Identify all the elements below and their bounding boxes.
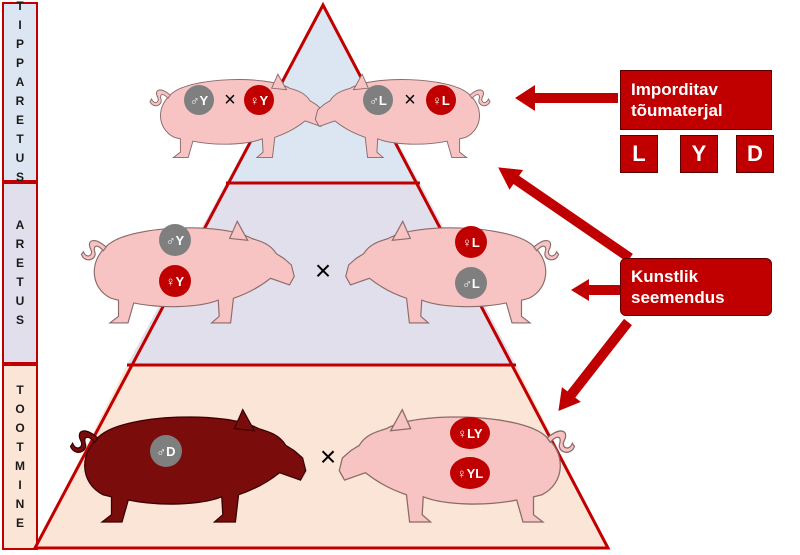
label-top-right-female: ♀L bbox=[432, 93, 450, 108]
cross-bottom: × bbox=[320, 441, 336, 472]
ai-line2: seemendus bbox=[631, 288, 725, 307]
side-label-tootmine-letter: M bbox=[15, 459, 25, 473]
side-label-aretus-letter: S bbox=[15, 313, 24, 327]
artificial-insemination-box: Kunstlik seemendus bbox=[620, 258, 772, 316]
badge-top-right-male bbox=[363, 85, 393, 115]
arrow-ai-to-top bbox=[498, 167, 633, 263]
side-label-tipparetus-letter: U bbox=[15, 151, 25, 165]
label-mid-left-male: ♂Y bbox=[166, 233, 185, 248]
side-label-tootmine-letter: T bbox=[16, 440, 24, 454]
side-label-tootmine-letter: E bbox=[15, 516, 24, 530]
arrow-ai-to-middle bbox=[571, 279, 620, 301]
cross-middle: × bbox=[315, 255, 331, 286]
label-top-left-male: ♂Y bbox=[190, 93, 209, 108]
label-top-left-female: ♀Y bbox=[250, 93, 269, 108]
import-material-line1: Imporditav bbox=[631, 80, 718, 99]
side-label-tipparetus-letter: T bbox=[16, 0, 24, 13]
badge-mid-left-male bbox=[159, 224, 191, 256]
label-bottom-right-female-1: ♀LY bbox=[457, 426, 482, 441]
side-label-tipparetus-letter: S bbox=[15, 170, 24, 184]
side-label-tipparetus-letter: T bbox=[16, 132, 24, 146]
badge-mid-left-female bbox=[159, 265, 191, 297]
side-label-aretus-letter: T bbox=[16, 275, 24, 289]
arrow-ai-to-bottom bbox=[558, 318, 632, 412]
side-label-aretus-letter: A bbox=[15, 218, 25, 232]
label-bottom-right-female-2: ♀YL bbox=[457, 466, 483, 481]
import-material-box: Imporditav tõumaterjal bbox=[620, 70, 772, 130]
badge-bottom-right-female-1 bbox=[450, 417, 490, 449]
breed-box-l: L bbox=[620, 135, 658, 173]
badge-top-left-female bbox=[244, 85, 274, 115]
badge-mid-right-male bbox=[455, 267, 487, 299]
side-label-tipparetus-letter: A bbox=[15, 75, 25, 89]
side-label-aretus-letter: E bbox=[15, 256, 24, 270]
cross-top-left: × bbox=[224, 89, 236, 111]
breed-box-y: Y bbox=[680, 135, 718, 173]
side-label-aretus-letter: U bbox=[15, 294, 25, 308]
side-label-tootmine-letter: I bbox=[18, 478, 22, 492]
ai-line1: Kunstlik bbox=[631, 267, 699, 286]
side-label-aretus-letter: R bbox=[15, 237, 25, 251]
side-label-tootmine-letter: O bbox=[15, 402, 25, 416]
side-label-tipparetus-letter: E bbox=[15, 113, 24, 127]
arrow-import-to-top bbox=[515, 85, 618, 111]
side-label-tipparetus-letter: P bbox=[15, 37, 24, 51]
cross-top-right: × bbox=[404, 89, 416, 111]
badge-bottom-left-male bbox=[150, 435, 182, 467]
badge-top-right-female bbox=[426, 85, 456, 115]
label-mid-right-female: ♀L bbox=[462, 235, 480, 250]
label-mid-right-male: ♂L bbox=[462, 276, 480, 291]
side-label-tipparetus-letter: I bbox=[18, 18, 22, 32]
badge-top-left-male bbox=[184, 85, 214, 115]
label-top-right-male: ♂L bbox=[369, 93, 387, 108]
label-mid-left-female: ♀Y bbox=[166, 274, 185, 289]
side-label-tootmine-letter: O bbox=[15, 421, 25, 435]
badge-bottom-right-female-2 bbox=[450, 457, 490, 489]
import-material-line2: tõumaterjal bbox=[631, 101, 723, 120]
side-label-tootmine-letter: T bbox=[16, 383, 24, 397]
side-label-tootmine-letter: N bbox=[15, 497, 25, 511]
side-label-tipparetus-letter: P bbox=[15, 56, 24, 70]
label-bottom-left-male: ♂D bbox=[156, 444, 175, 459]
badge-mid-right-female bbox=[455, 226, 487, 258]
breed-box-d: D bbox=[736, 135, 774, 173]
side-label-tipparetus-letter: R bbox=[15, 94, 25, 108]
